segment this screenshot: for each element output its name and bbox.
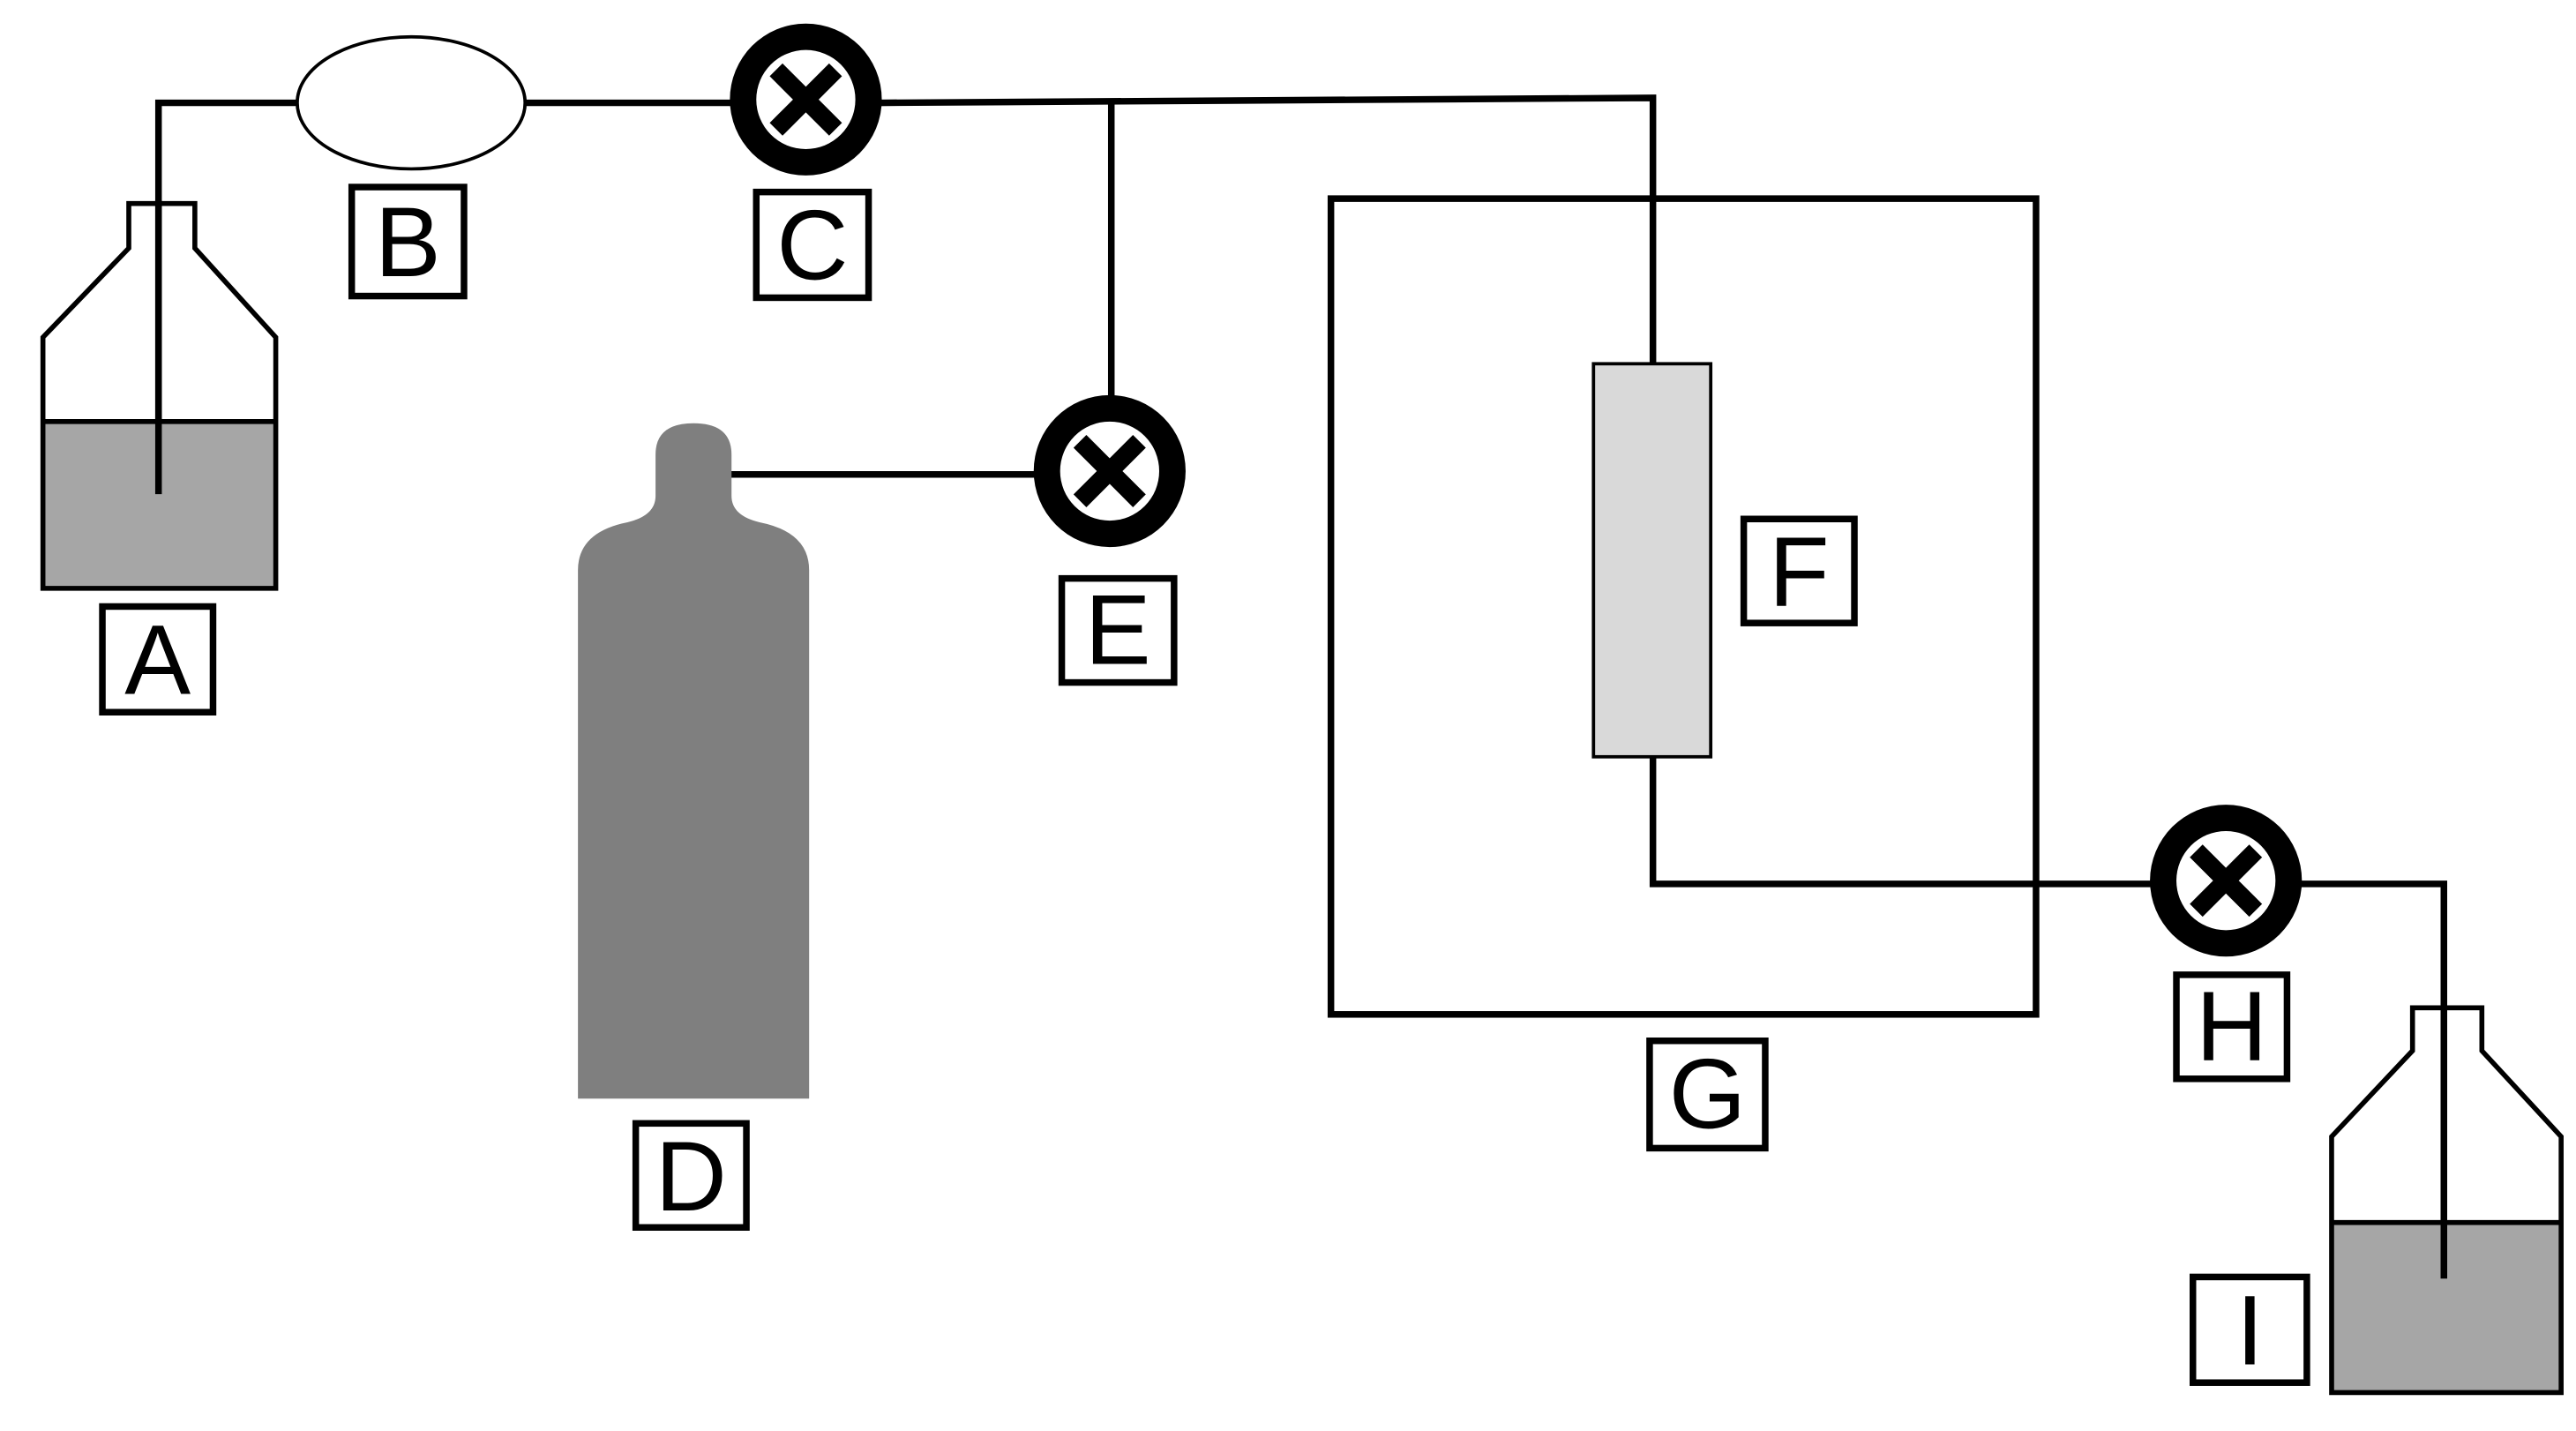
label-h-text: H	[2196, 970, 2267, 1082]
collection-bottle-outline	[2329, 1005, 2564, 1396]
gas-cylinder	[578, 423, 810, 1099]
label-g: G	[1646, 1038, 1769, 1152]
collection-bottle	[2329, 1004, 2564, 1396]
label-d-text: D	[655, 1120, 727, 1232]
label-g-text: G	[1669, 1038, 1746, 1150]
label-i: I	[2190, 1273, 2310, 1386]
reactor-column-f	[1591, 362, 1713, 759]
label-e-text: E	[1085, 574, 1151, 686]
feed-bottle	[40, 199, 279, 591]
label-h: H	[2173, 970, 2291, 1083]
valve-c	[730, 23, 882, 176]
label-c-text: C	[776, 190, 848, 301]
pipe-h-to-i	[2298, 880, 2447, 1279]
label-f-text: F	[1769, 516, 1830, 627]
pipe-c-to-f	[875, 94, 1657, 368]
label-e: E	[1058, 574, 1178, 686]
label-a-text: A	[124, 603, 191, 715]
pipes	[154, 94, 2447, 1279]
valve-e	[1033, 394, 1186, 548]
valve-h	[2150, 805, 2303, 957]
label-a: A	[99, 603, 217, 716]
label-b-text: B	[375, 186, 441, 297]
label-f: F	[1740, 515, 1858, 627]
label-d: D	[632, 1120, 750, 1232]
feed-bottle-outline	[40, 200, 279, 591]
label-b: B	[348, 184, 468, 300]
pump-b	[296, 34, 528, 171]
label-c: C	[753, 188, 872, 302]
label-i-text: I	[2236, 1274, 2264, 1385]
pipe-f-to-h	[1649, 753, 2159, 888]
furnace-g	[1327, 195, 2040, 1018]
